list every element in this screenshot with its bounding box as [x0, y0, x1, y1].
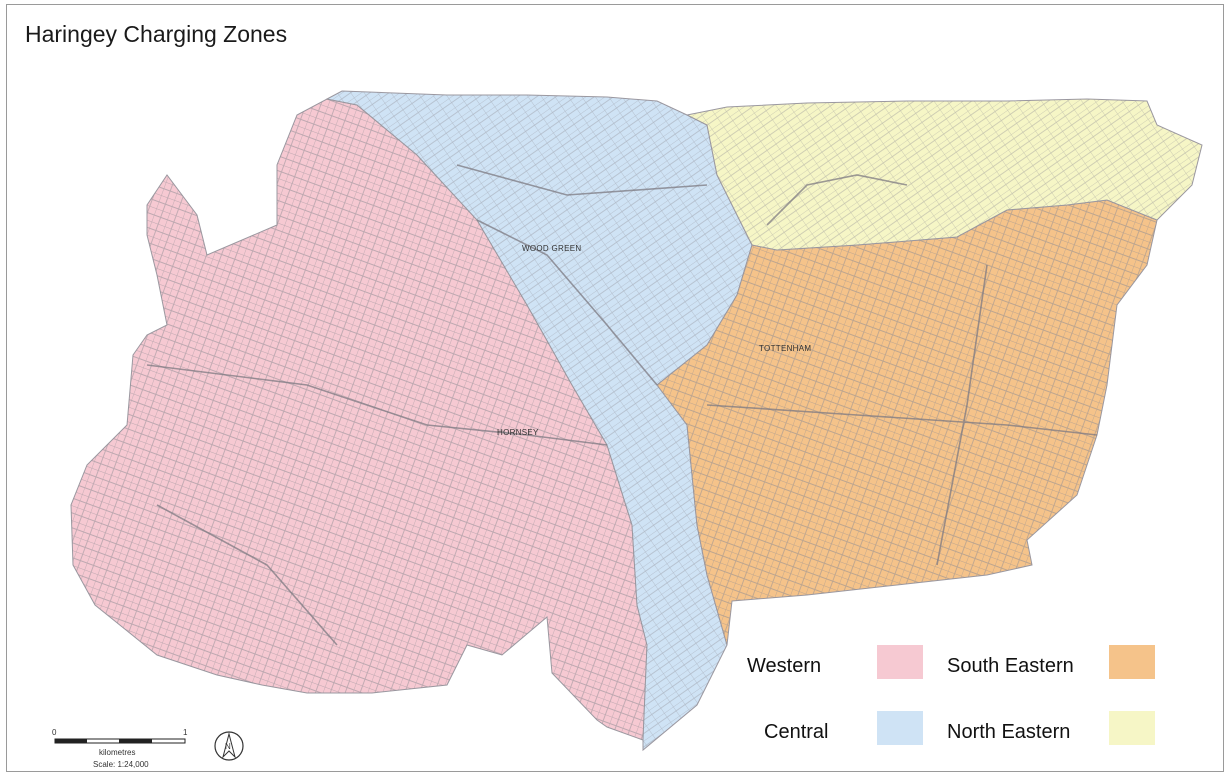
north-arrow-icon: N [214, 731, 244, 761]
major-roads [146, 164, 1098, 646]
legend-label-south-eastern: South Eastern [947, 655, 1074, 677]
legend-label-north-eastern: North Eastern [947, 721, 1071, 743]
legend-label-western: Western [747, 655, 822, 677]
scale-ratio: Scale: 1:24,000 [93, 760, 149, 769]
zone-map: WOOD GREEN TOTTENHAM HORNSEY N 0 1 kilom… [52, 90, 1203, 769]
north-arrow-label: N [225, 742, 231, 751]
legend-swatch-central [877, 711, 923, 745]
street-texture-south-eastern [657, 200, 1157, 645]
place-label-wood-green: WOOD GREEN [522, 244, 581, 253]
street-texture-central [327, 91, 752, 750]
map-title: Haringey Charging Zones [25, 21, 288, 47]
legend-swatch-north-eastern [1109, 711, 1155, 745]
place-label-hornsey: HORNSEY [497, 428, 539, 437]
map-frame: Haringey Charging Zones [6, 4, 1224, 772]
scale-bar-icon: 0 1 kilometres Scale: 1:24,000 [52, 728, 188, 769]
legend-swatch-south-eastern [1109, 645, 1155, 679]
legend-swatch-western [877, 645, 923, 679]
legend-label-central: Central [764, 721, 829, 743]
street-texture-western [71, 99, 647, 740]
street-texture-north-eastern [687, 99, 1202, 250]
scale-end: 1 [183, 728, 188, 737]
place-label-tottenham: TOTTENHAM [759, 344, 811, 353]
scale-unit: kilometres [99, 748, 135, 757]
scale-start: 0 [52, 728, 57, 737]
